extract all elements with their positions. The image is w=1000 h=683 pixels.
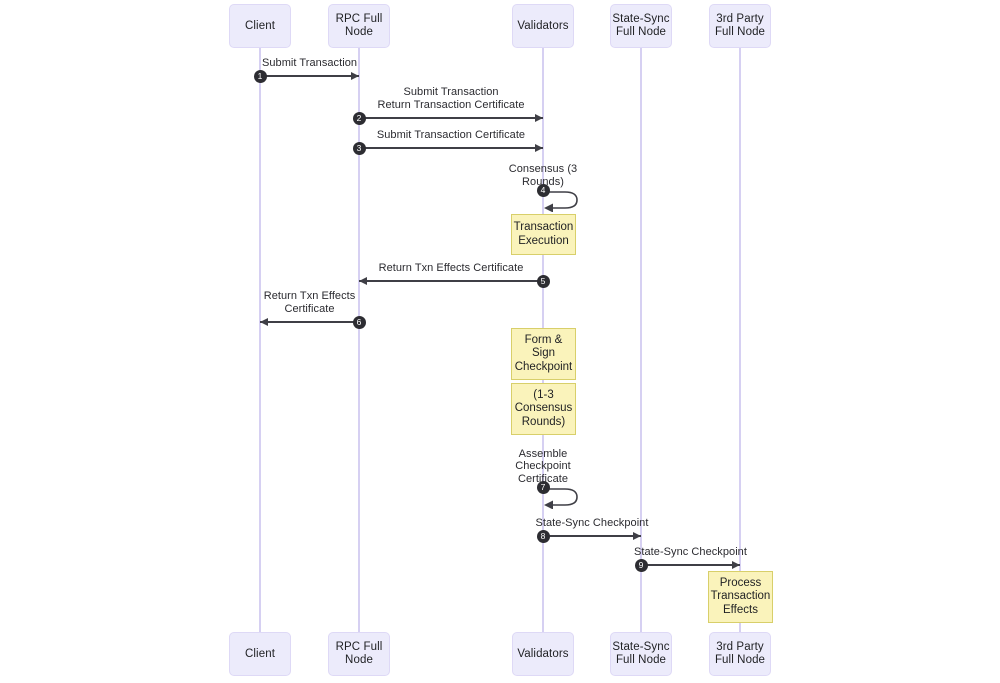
actor-label: Client [244, 647, 275, 660]
note-transaction-execution[interactable]: Transaction Execution [511, 214, 576, 255]
message-line-6 [260, 321, 359, 323]
message-label-3: Submit Transaction Certificate [376, 128, 526, 141]
note-label: Process Transaction Effects [710, 576, 771, 616]
self-message-arrow-4 [544, 191, 578, 212]
note-label: Form & Sign Checkpoint [514, 333, 573, 373]
message-arrowhead-9 [732, 560, 740, 569]
sequence-badge-4: 4 [536, 184, 550, 197]
note-label: (1-3 Consensus Rounds) [514, 388, 573, 428]
message-label-7: Assemble Checkpoint Certificate [515, 447, 571, 485]
actor-top-state-sync-full-node[interactable]: State-Sync Full Node [610, 4, 672, 48]
sequence-badge-3: 3 [352, 141, 366, 155]
message-label-9: State-Sync Checkpoint [634, 545, 747, 558]
actor-top-validators[interactable]: Validators [512, 4, 574, 48]
note-form-sign-checkpoint[interactable]: Form & Sign Checkpoint [511, 328, 576, 380]
message-line-2 [359, 117, 543, 119]
actor-top-rpc-full-node[interactable]: RPC Full Node [328, 4, 390, 48]
note-consensus-rounds[interactable]: (1-3 Consensus Rounds) [511, 383, 576, 435]
message-arrowhead-6 [260, 317, 268, 326]
message-line-9 [641, 564, 740, 566]
actor-label: State-Sync Full Node [612, 13, 670, 38]
message-line-5 [359, 280, 543, 282]
lifeline-client [259, 48, 261, 632]
message-arrowhead-3 [535, 143, 543, 152]
sequence-badge-2: 2 [352, 111, 366, 125]
sequence-badge-8: 8 [536, 529, 550, 543]
actor-label: RPC Full Node [335, 641, 383, 666]
lifeline-rpc-full-node [358, 48, 360, 632]
sequence-badge-9: 9 [634, 558, 648, 572]
message-label-1: Submit Transaction [261, 56, 358, 69]
actor-bottom-validators[interactable]: Validators [512, 632, 574, 676]
message-arrowhead-8 [633, 531, 641, 540]
sequence-badge-1: 1 [253, 69, 267, 83]
actor-label: Validators [517, 647, 569, 660]
message-label-8: State-Sync Checkpoint [535, 516, 649, 529]
note-process-transaction-effects[interactable]: Process Transaction Effects [708, 571, 773, 623]
message-label-6: Return Txn Effects Certificate [263, 290, 356, 315]
sequence-badge-5: 5 [536, 274, 550, 288]
actor-label: 3rd Party Full Node [714, 13, 766, 38]
actor-top-third-party-full-node[interactable]: 3rd Party Full Node [709, 4, 771, 48]
actor-label: Client [244, 19, 275, 32]
message-label-2: Submit Transaction Return Transaction Ce… [377, 86, 525, 111]
actor-top-client[interactable]: Client [229, 4, 291, 48]
sequence-badge-6: 6 [352, 315, 366, 329]
lifeline-state-sync-full-node [640, 48, 642, 632]
message-arrowhead-1 [351, 71, 359, 80]
note-label: Transaction Execution [513, 221, 574, 247]
message-line-3 [359, 147, 543, 149]
self-message-arrow-7 [544, 488, 578, 509]
actor-bottom-rpc-full-node[interactable]: RPC Full Node [328, 632, 390, 676]
actor-label: RPC Full Node [335, 13, 383, 38]
message-arrowhead-2 [535, 113, 543, 122]
actor-label: 3rd Party Full Node [714, 641, 766, 666]
message-line-1 [260, 75, 359, 77]
message-label-5: Return Txn Effects Certificate [378, 261, 524, 274]
message-label-4: Consensus (3 Rounds) [508, 163, 578, 188]
lifeline-third-party-full-node [739, 48, 741, 632]
actor-label: State-Sync Full Node [612, 641, 670, 666]
actor-bottom-third-party-full-node[interactable]: 3rd Party Full Node [709, 632, 771, 676]
message-line-8 [543, 535, 641, 537]
actor-label: Validators [517, 19, 569, 32]
actor-bottom-client[interactable]: Client [229, 632, 291, 676]
message-arrowhead-5 [359, 276, 367, 285]
actor-bottom-state-sync-full-node[interactable]: State-Sync Full Node [610, 632, 672, 676]
sequence-badge-7: 7 [536, 481, 550, 494]
